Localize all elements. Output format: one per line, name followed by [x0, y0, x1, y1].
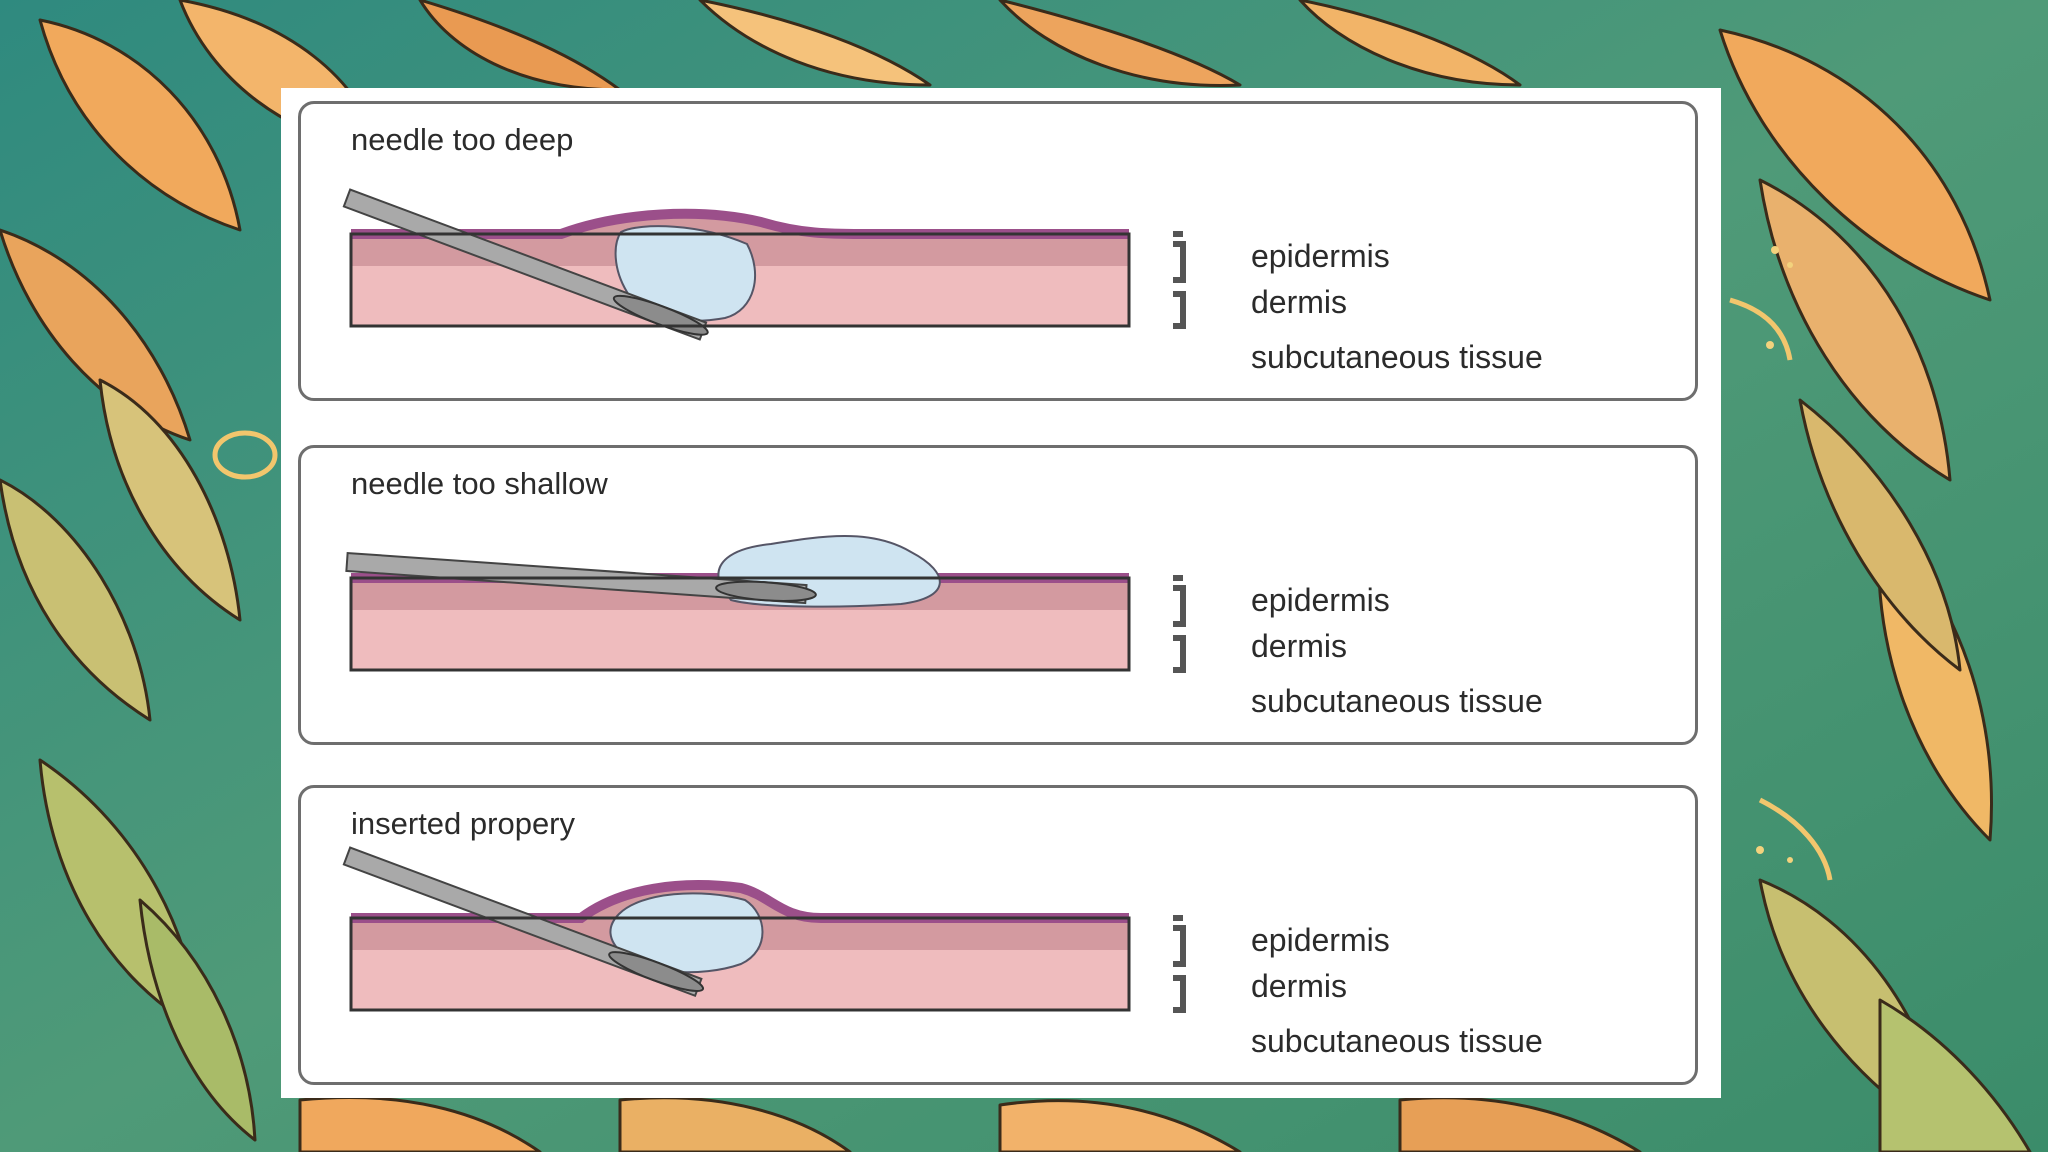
panel-title: needle too deep	[351, 122, 574, 157]
leaf-icon	[998, 0, 1242, 87]
epidermis-layer	[351, 880, 1129, 923]
panel-proper: inserted propery epidermis dermis subcut…	[298, 785, 1698, 1085]
label-epidermis: epidermis	[1251, 582, 1390, 618]
label-dermis: dermis	[1251, 284, 1348, 320]
bracket-icon	[1173, 231, 1186, 329]
leaf-icon	[1878, 998, 2032, 1152]
bracket-icon	[1173, 915, 1186, 1013]
label-epidermis: epidermis	[1251, 238, 1390, 274]
leaf-icon	[138, 898, 257, 1142]
skin-diagram-too-shallow	[345, 535, 1186, 673]
leaf-icon	[1798, 398, 1962, 672]
panel-too-shallow: needle too shallow epidermis dermis subc…	[298, 445, 1698, 745]
skin-diagram-proper	[342, 846, 1186, 1013]
leaf-icon	[0, 478, 152, 722]
bracket-icon	[1173, 575, 1186, 673]
label-dermis: dermis	[1251, 628, 1348, 664]
leaf-icon	[698, 0, 932, 87]
needle-icon	[342, 846, 705, 998]
label-epidermis: epidermis	[1251, 922, 1390, 958]
leaf-icon	[998, 1099, 1242, 1152]
leaf-icon	[38, 18, 242, 232]
label-subcutaneous: subcutaneous tissue	[1251, 683, 1543, 719]
leaf-icon	[1758, 178, 1952, 482]
bleb-icon	[614, 225, 757, 322]
dermis-layer	[351, 213, 1129, 266]
leaf-icon	[1298, 0, 1522, 87]
label-subcutaneous: subcutaneous tissue	[1251, 1023, 1543, 1059]
panel-too-deep: needle too deep epidermis dermis subcuta…	[298, 101, 1698, 401]
leaf-icon	[1718, 28, 1992, 302]
skin-diagram-too-deep	[342, 188, 1186, 341]
label-dermis: dermis	[1251, 968, 1348, 1004]
panel-title: inserted propery	[351, 806, 576, 841]
leaf-icon	[0, 228, 192, 442]
diagram-card: needle too deep epidermis dermis subcuta…	[281, 88, 1721, 1098]
panel-title: needle too shallow	[351, 466, 608, 501]
subcutaneous-layer	[351, 610, 1129, 670]
leaf-icon	[98, 378, 242, 622]
label-subcutaneous: subcutaneous tissue	[1251, 339, 1543, 375]
